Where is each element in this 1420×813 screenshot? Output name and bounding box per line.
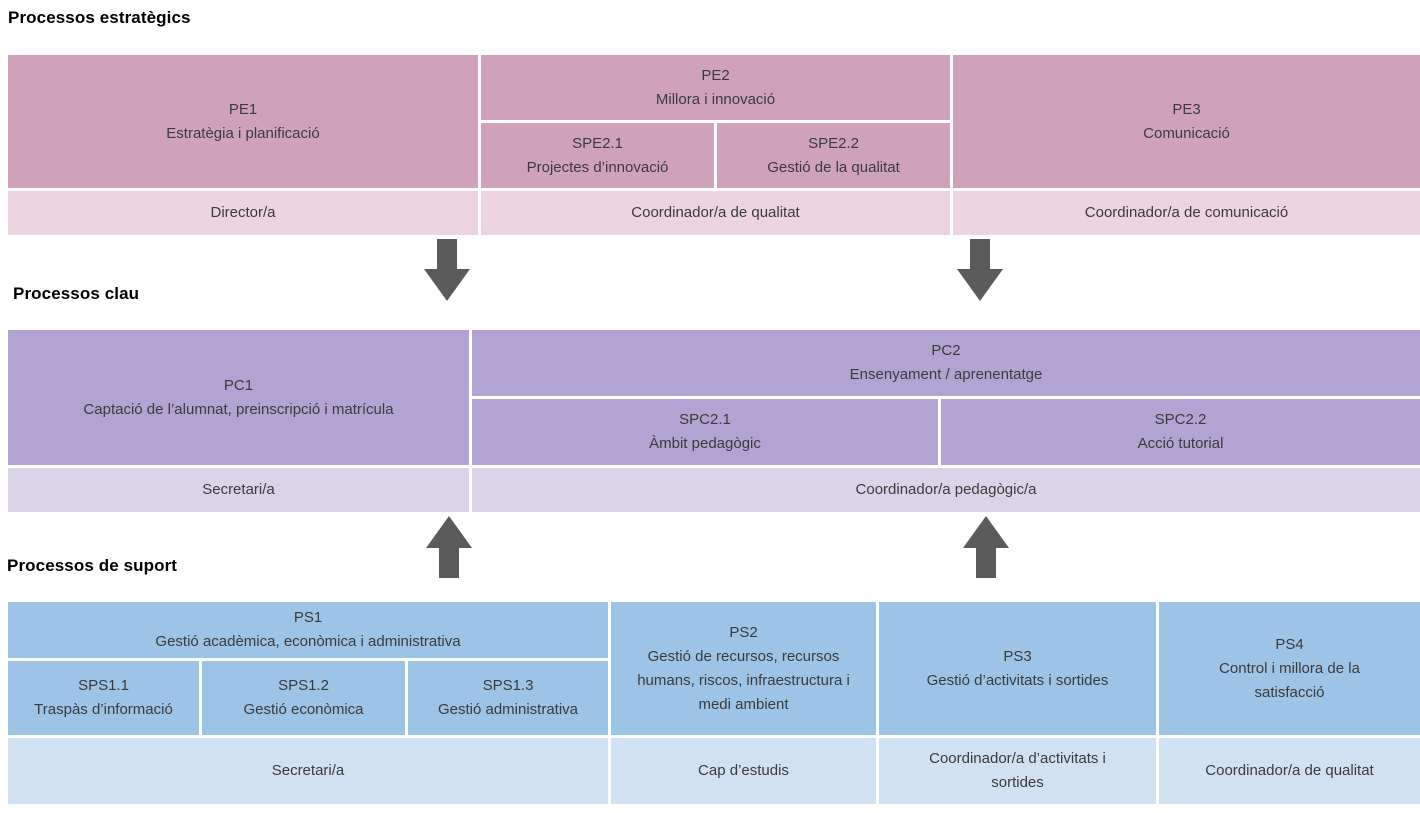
cell-pe2-responsible: Coordinador/a de qualitat xyxy=(481,191,950,235)
cell-pc1: PC1 Captació de l’alumnat, preinscripció… xyxy=(8,330,469,465)
key-band: PC1 Captació de l’alumnat, preinscripció… xyxy=(8,330,1420,512)
process-code: PC1 xyxy=(223,376,254,394)
cell-pe1: PE1 Estratègia i planificació xyxy=(8,55,478,188)
cell-pc2: PC2 Ensenyament / aprenentatge xyxy=(472,330,1420,396)
process-name: Control i millora de la satisfacció xyxy=(1219,659,1360,701)
cell-pc2-responsible: Coordinador/a pedagògic/a xyxy=(472,468,1420,512)
column-pe2: PE2 Millora i innovació SPE2.1 Projectes… xyxy=(481,55,950,235)
column-pc1: PC1 Captació de l’alumnat, preinscripció… xyxy=(8,330,469,512)
pe2-subprocess-row: SPE2.1 Projectes d’innovació SPE2.2 Gest… xyxy=(481,123,950,188)
process-code: SPS1.2 xyxy=(278,677,329,694)
process-name: Gestió de la qualitat xyxy=(767,158,900,176)
cell-sps1-2: SPS1.2 Gestió econòmica xyxy=(202,661,405,735)
cell-spe2-1: SPE2.1 Projectes d’innovació xyxy=(481,123,714,188)
process-code: SPC2.1 xyxy=(679,411,731,428)
process-name: Acció tutorial xyxy=(1137,435,1224,452)
cell-ps3: PS3 Gestió d’activitats i sortides xyxy=(879,602,1156,735)
section-title-strategic: Processos estratègics xyxy=(8,8,191,27)
process-name: Gestió acadèmica, econòmica i administra… xyxy=(155,633,461,650)
process-name: Estratègia i planificació xyxy=(166,124,320,142)
cell-ps1: PS1 Gestió acadèmica, econòmica i admini… xyxy=(8,602,608,658)
process-name: Millora i innovació xyxy=(655,90,776,108)
column-ps1: PS1 Gestió acadèmica, econòmica i admini… xyxy=(8,602,608,804)
process-code: SPC2.2 xyxy=(1154,411,1207,428)
responsible-name: Coordinador/a pedagògic/a xyxy=(855,481,1037,498)
column-ps2: PS2 Gestió de recursos, recursos humans,… xyxy=(611,602,876,804)
responsible-name: Director/a xyxy=(210,204,276,221)
responsible-name: Cap d’estudis xyxy=(698,762,789,779)
process-name: Gestió administrativa xyxy=(437,701,579,718)
cell-ps1-responsible: Secretari/a xyxy=(8,738,608,804)
column-pe1: PE1 Estratègia i planificació Director/a xyxy=(8,55,478,235)
up-arrow-icon xyxy=(425,516,473,578)
process-code: PC2 xyxy=(931,342,961,359)
cell-ps4: PS4 Control i millora de la satisfacció xyxy=(1159,602,1420,735)
process-name: Captació de l’alumnat, preinscripció i m… xyxy=(83,400,394,418)
cell-ps4-responsible: Coordinador/a de qualitat xyxy=(1159,738,1420,804)
cell-ps3-responsible: Coordinador/a d’activitats i sortides xyxy=(879,738,1156,804)
column-pc2: PC2 Ensenyament / aprenentatge SPC2.1 Àm… xyxy=(472,330,1420,512)
section-title-support: Processos de suport xyxy=(7,556,178,575)
process-name: Ensenyament / aprenentatge xyxy=(849,366,1043,383)
support-band: PS1 Gestió acadèmica, econòmica i admini… xyxy=(8,602,1420,804)
pc2-subprocess-row: SPC2.1 Àmbit pedagògic SPC2.2 Acció tuto… xyxy=(472,399,1420,465)
column-ps3: PS3 Gestió d’activitats i sortides Coord… xyxy=(879,602,1156,804)
ps1-subprocess-row: SPS1.1 Traspàs d’informació SPS1.2 Gesti… xyxy=(8,661,608,735)
cell-spc2-2: SPC2.2 Acció tutorial xyxy=(941,399,1420,465)
process-code: PE3 xyxy=(1172,100,1201,118)
cell-pe3-responsible: Coordinador/a de comunicació xyxy=(953,191,1420,235)
column-ps4: PS4 Control i millora de la satisfacció … xyxy=(1159,602,1420,804)
down-arrow-icon xyxy=(956,239,1004,301)
up-arrow-icon xyxy=(962,516,1010,578)
process-name: Comunicació xyxy=(1143,124,1230,142)
responsible-name: Coordinador/a d’activitats i sortides xyxy=(929,750,1106,791)
column-pe3: PE3 Comunicació Coordinador/a de comunic… xyxy=(953,55,1420,235)
process-name: Gestió d’activitats i sortides xyxy=(926,671,1109,689)
process-code: PE1 xyxy=(228,100,258,118)
cell-pe2: PE2 Millora i innovació xyxy=(481,55,950,120)
cell-pe1-responsible: Director/a xyxy=(8,191,478,235)
strategic-band: PE1 Estratègia i planificació Director/a… xyxy=(8,55,1420,235)
cell-sps1-3: SPS1.3 Gestió administrativa xyxy=(408,661,608,735)
cell-pc1-responsible: Secretari/a xyxy=(8,468,469,512)
process-code: PS2 xyxy=(729,623,758,641)
process-code: SPE2.1 xyxy=(572,134,623,152)
process-code: PS1 xyxy=(293,609,323,626)
process-code: SPE2.2 xyxy=(808,134,859,152)
process-code: SPS1.1 xyxy=(78,677,129,694)
cell-spe2-2: SPE2.2 Gestió de la qualitat xyxy=(717,123,950,188)
process-name: Àmbit pedagògic xyxy=(649,435,761,452)
down-arrow-icon xyxy=(423,239,471,301)
process-code: PS4 xyxy=(1275,635,1304,653)
cell-ps2-responsible: Cap d’estudis xyxy=(611,738,876,804)
cell-ps2: PS2 Gestió de recursos, recursos humans,… xyxy=(611,602,876,735)
process-name: Gestió de recursos, recursos humans, ris… xyxy=(637,647,850,713)
cell-sps1-1: SPS1.1 Traspàs d’informació xyxy=(8,661,199,735)
process-code: PS3 xyxy=(1003,647,1032,665)
responsible-name: Secretari/a xyxy=(271,762,345,779)
process-code: PE2 xyxy=(701,66,730,84)
process-code: SPS1.3 xyxy=(482,677,534,694)
process-name: Projectes d’innovació xyxy=(526,158,669,176)
responsible-name: Coordinador/a de qualitat xyxy=(631,204,800,221)
cell-spc2-1: SPC2.1 Àmbit pedagògic xyxy=(472,399,938,465)
process-name: Gestió econòmica xyxy=(243,701,364,718)
responsible-name: Secretari/a xyxy=(202,481,275,498)
cell-pe3: PE3 Comunicació xyxy=(953,55,1420,188)
process-name: Traspàs d’informació xyxy=(34,701,173,718)
section-title-key: Processos clau xyxy=(13,284,140,303)
responsible-name: Coordinador/a de qualitat xyxy=(1205,762,1374,779)
responsible-name: Coordinador/a de comunicació xyxy=(1084,204,1289,221)
